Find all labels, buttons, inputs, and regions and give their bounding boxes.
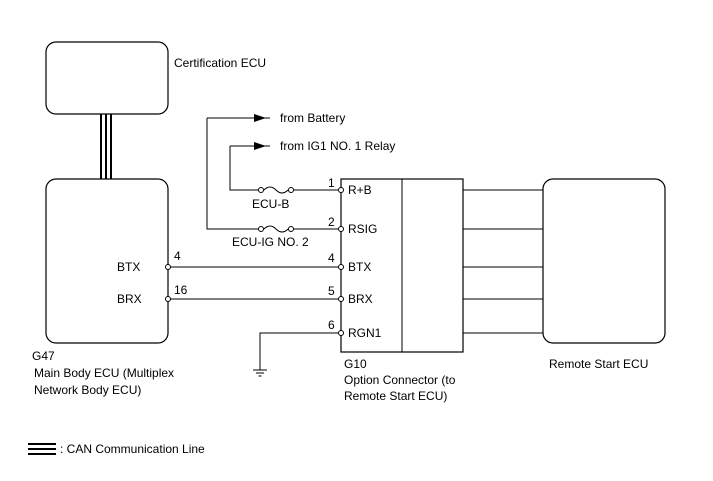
remote-start-ecu-label: Remote Start ECU bbox=[549, 357, 648, 371]
remote-start-link-lines bbox=[463, 189, 543, 334]
ecu-ig-feed-wire bbox=[206, 118, 258, 230]
remote-start-ecu-box bbox=[542, 178, 666, 344]
connector-pin-1-label: R+B bbox=[348, 183, 372, 197]
ecu-ig-fuse-label: ECU-IG NO. 2 bbox=[232, 235, 309, 249]
from-battery-label: from Battery bbox=[280, 111, 345, 125]
main-body-pin-btx-number: 4 bbox=[174, 249, 181, 263]
ecu-b-feed-wire bbox=[229, 146, 258, 191]
main-body-ecu-name-line1: Main Body ECU (Multiplex bbox=[34, 366, 174, 380]
can-legend-label: : CAN Communication Line bbox=[60, 442, 205, 456]
main-body-btx-terminal bbox=[165, 264, 171, 270]
connector-pin-2-number: 2 bbox=[328, 215, 335, 229]
can-legend-icon bbox=[28, 443, 56, 455]
battery-arrow bbox=[207, 114, 270, 122]
connector-pin-1-terminal bbox=[338, 187, 344, 193]
ground-symbol-icon bbox=[253, 369, 267, 377]
connector-pin-6-number: 6 bbox=[328, 318, 335, 332]
main-body-pin-brx-label: BRX bbox=[117, 292, 142, 306]
main-body-ecu-code: G47 bbox=[32, 349, 55, 363]
ecu-b-fuse-label: ECU-B bbox=[252, 197, 289, 211]
connector-pin-5-label: BRX bbox=[348, 292, 373, 306]
certification-ecu-label: Certification ECU bbox=[174, 56, 266, 70]
ig1-relay-arrow bbox=[230, 142, 270, 150]
main-body-ecu-name-line2: Network Body ECU) bbox=[34, 383, 141, 397]
connector-pin-4-terminal bbox=[338, 264, 344, 270]
can-bus-lines bbox=[100, 114, 112, 179]
connector-pin-1-number: 1 bbox=[328, 176, 335, 190]
connector-pin-6-label: RGN1 bbox=[348, 326, 382, 340]
connector-pin-6-terminal bbox=[338, 330, 344, 336]
connector-pin-4-label: BTX bbox=[348, 260, 371, 274]
main-body-ecu-box bbox=[45, 178, 169, 344]
main-body-brx-terminal bbox=[165, 296, 171, 302]
from-ig1-relay-label: from IG1 NO. 1 Relay bbox=[280, 139, 395, 153]
ecu-b-fuse bbox=[258, 186, 294, 194]
main-body-pin-brx-number: 16 bbox=[174, 283, 188, 297]
option-connector-code: G10 bbox=[344, 357, 367, 371]
connector-pin-2-terminal bbox=[338, 226, 344, 232]
main-body-pin-btx-label: BTX bbox=[117, 260, 140, 274]
rgn1-ground-wire bbox=[259, 332, 338, 370]
connector-pin-5-number: 5 bbox=[328, 284, 335, 298]
connector-pin-4-number: 4 bbox=[328, 251, 335, 265]
certification-ecu-box bbox=[45, 41, 169, 115]
option-connector-name-line2: Remote Start ECU) bbox=[344, 389, 447, 403]
connector-pin-2-label: RSIG bbox=[348, 222, 377, 236]
connector-pin-5-terminal bbox=[338, 296, 344, 302]
ecu-ig-fuse bbox=[258, 225, 294, 233]
option-connector-name-line1: Option Connector (to bbox=[344, 373, 456, 387]
